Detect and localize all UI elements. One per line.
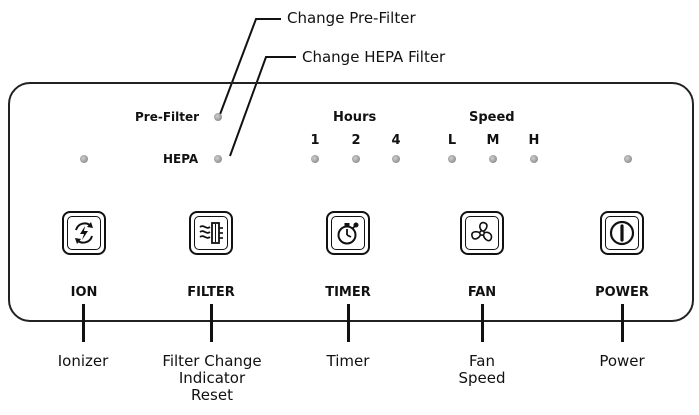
speed-label-h: H (528, 133, 540, 148)
ion-icon (75, 222, 93, 244)
speed-label-m: M (486, 133, 500, 148)
hours-led-2 (352, 155, 360, 163)
hours-title: Hours (333, 110, 377, 125)
power-button-label: POWER (595, 285, 649, 300)
speed-led-h (530, 155, 538, 163)
ion-button[interactable] (62, 211, 106, 255)
filter-change-label: Filter Change Indicator Reset (142, 353, 282, 404)
pre-filter-leader (218, 18, 281, 118)
timer-button-label: TIMER (325, 285, 371, 300)
hepa-label: HEPA (163, 152, 199, 166)
power-leader (621, 304, 624, 342)
power-led (624, 155, 632, 163)
fan-button-label: FAN (467, 285, 497, 300)
hours-led-4 (392, 155, 400, 163)
timer-icon (337, 222, 359, 245)
callout-change-pre-filter: Change Pre-Filter (287, 9, 416, 27)
hours-led-1 (311, 155, 319, 163)
speed-led-m (489, 155, 497, 163)
hepa-leader (229, 56, 296, 157)
filter-change-line-3: Reset (191, 386, 233, 404)
callout-change-hepa-filter: Change HEPA Filter (302, 48, 446, 66)
hepa-led (214, 155, 222, 163)
power-icon (609, 220, 635, 246)
fan-icon (471, 221, 493, 242)
speed-label-l: L (447, 133, 457, 148)
fan-speed-line-1: Fan (469, 352, 495, 370)
timer-leader (347, 304, 350, 342)
filter-icon (199, 222, 223, 244)
timer-label: Timer (326, 352, 370, 370)
filter-leader (210, 304, 213, 342)
speed-led-l (448, 155, 456, 163)
power-label: Power (599, 352, 645, 370)
fan-speed-line-2: Speed (458, 369, 506, 387)
ion-button-label: ION (70, 285, 98, 300)
hours-label-1: 1 (310, 133, 320, 148)
power-button[interactable] (600, 211, 644, 255)
pre-filter-led (214, 113, 222, 121)
hours-label-4: 4 (391, 133, 401, 148)
pre-filter-label: Pre-Filter (135, 110, 200, 124)
fan-button[interactable] (460, 211, 504, 255)
control-panel (8, 82, 694, 322)
ionizer-leader (82, 304, 85, 342)
ion-led (80, 155, 88, 163)
fan-speed-label: Fan Speed (442, 353, 522, 387)
hours-label-2: 2 (351, 133, 361, 148)
fan-leader (481, 304, 484, 342)
filter-button-label: FILTER (187, 285, 235, 300)
callout-leader-lines (218, 18, 296, 157)
filter-change-line-1: Filter Change (162, 352, 262, 370)
speed-title: Speed (469, 110, 515, 125)
timer-button[interactable] (326, 211, 370, 255)
filter-button[interactable] (189, 211, 233, 255)
filter-change-line-2: Indicator (178, 369, 246, 387)
ionizer-label: Ionizer (57, 352, 109, 370)
